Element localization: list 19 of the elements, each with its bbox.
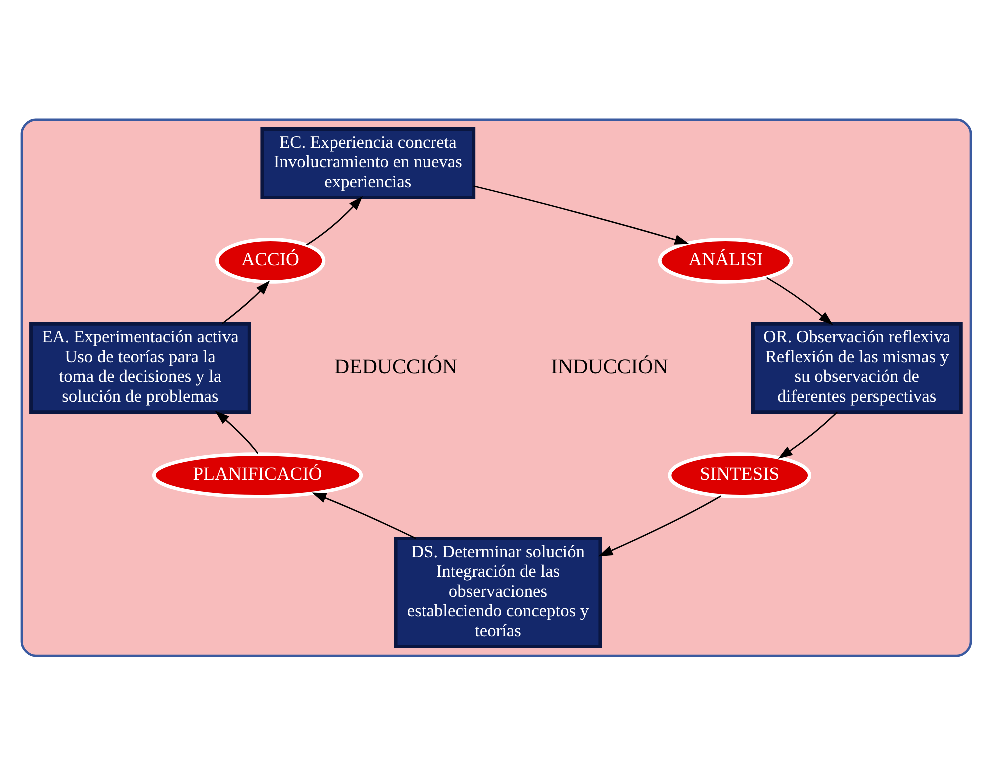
node-ellipse: ACCIÓ xyxy=(215,238,326,284)
arrow xyxy=(474,186,690,245)
node-ellipse: ANÁLISI xyxy=(658,238,794,284)
node-box: DS. Determinar solución Integración de las observaciones estableciendo conceptos y teorías xyxy=(394,537,602,649)
node-ellipse: SINTESIS xyxy=(668,452,812,499)
node-ellipse: PLANIFICACIÓ xyxy=(152,452,364,499)
cluster xyxy=(20,118,972,658)
arrow xyxy=(598,496,722,557)
arrow xyxy=(222,280,270,324)
arrow xyxy=(312,492,416,540)
arrow xyxy=(306,196,363,246)
node-box: EC. Experiencia concreta Involucramiento en nuevas experiencias xyxy=(260,127,476,200)
arrow xyxy=(778,412,838,459)
node-box: OR. Observación reflexiva Reflexión de las mismas y su observación de diferentes perspectivas xyxy=(751,322,963,414)
arrow xyxy=(766,277,834,326)
label: INDUCCIÓN xyxy=(551,354,668,378)
label: DEDUCCIÓN xyxy=(334,354,458,378)
arrow xyxy=(215,411,259,454)
node-box: EA. Experimentación activa Uso de teorías para la toma de decisiones y la solución de problemas xyxy=(30,322,252,414)
